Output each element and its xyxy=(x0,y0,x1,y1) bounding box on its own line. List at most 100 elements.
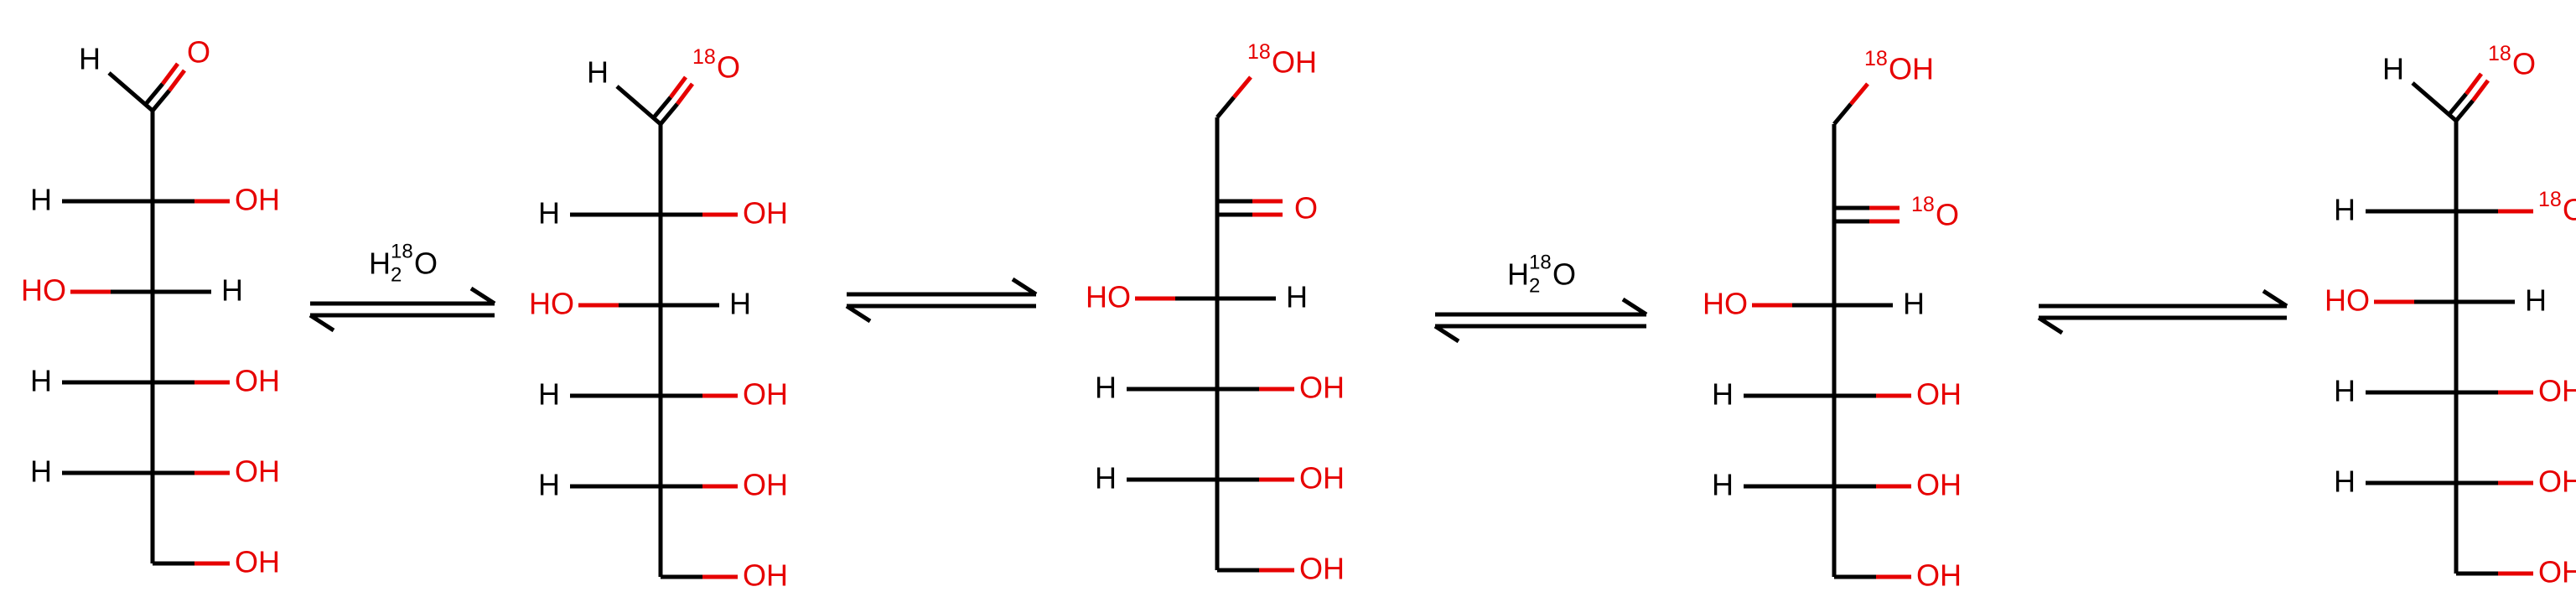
c1-18OH: OH xyxy=(1889,52,1934,86)
c3-HO-left: HO xyxy=(529,287,574,321)
ald-CO-bond-2-O xyxy=(669,75,687,99)
c3-H-right: H xyxy=(1903,287,1925,321)
forward-barb xyxy=(1011,277,1038,297)
c2-H-left: H xyxy=(30,183,52,217)
ald-CO-bond-1-O xyxy=(676,82,694,106)
c3-HO-left: HO xyxy=(2325,283,2370,318)
ald-O: O xyxy=(187,35,210,70)
c5-OH-right: OH xyxy=(1299,461,1345,496)
c6-OH: OH xyxy=(1916,558,1962,593)
ald-CO-bond-1 xyxy=(659,102,679,126)
c5-OH-right: OH xyxy=(235,454,280,489)
c2-O: O xyxy=(1294,191,1318,226)
c3-H-right: H xyxy=(221,273,243,308)
c1-18OH: OH xyxy=(1272,45,1317,80)
c3-H-right: H xyxy=(1286,280,1308,314)
c1-18OH-isotope: 18 xyxy=(1247,40,1271,64)
c1-bond-O xyxy=(1849,82,1869,106)
c5-H-left: H xyxy=(30,454,52,489)
ald-CO-bond-2 xyxy=(2448,92,2468,116)
c4-OH-right: OH xyxy=(1916,377,1962,412)
c5-OH-right: OH xyxy=(1916,468,1962,502)
c1-bond-O xyxy=(1232,75,1252,99)
c3-H-right: H xyxy=(2525,283,2547,318)
ald-H: H xyxy=(2382,52,2404,86)
ald-CO-bond-1-O xyxy=(2471,79,2490,102)
condition-isotope: 18 xyxy=(1529,252,1552,274)
c5-H-left: H xyxy=(2334,465,2356,499)
ald-CO-bond-2-O xyxy=(2465,72,2483,96)
ald-CO-bond-2-O xyxy=(161,62,179,86)
condition-O: O xyxy=(1552,257,1576,292)
ald-CH-bond xyxy=(107,71,154,112)
c3-HO-left: HO xyxy=(21,273,66,308)
c5-H-left: H xyxy=(1095,461,1117,496)
c6-OH: OH xyxy=(2538,555,2576,589)
c1-18OH-isotope: 18 xyxy=(1864,47,1888,70)
c2-18O: O xyxy=(1936,198,1959,232)
condition-subscript: 2 xyxy=(1529,275,1540,298)
c2-H-left: H xyxy=(2334,193,2356,227)
arrow-2 xyxy=(845,277,1038,324)
c4-H-left: H xyxy=(30,364,52,398)
c1-bond-C xyxy=(1832,102,1853,126)
c1-bond-C xyxy=(1215,96,1236,119)
c2-18OH-right-isotope: 18 xyxy=(2538,188,2562,211)
ald-CO-bond-1 xyxy=(2454,99,2475,122)
c4-H-left: H xyxy=(2334,374,2356,408)
ald-CH-bond xyxy=(2411,81,2458,122)
reverse-barb xyxy=(308,313,335,333)
c4-OH-right: OH xyxy=(1299,371,1345,405)
c3-HO-left: HO xyxy=(1703,287,1748,321)
c4-H-left: H xyxy=(538,377,560,412)
condition-H: H xyxy=(369,247,391,281)
c4-OH-right: OH xyxy=(743,377,788,412)
ald-18O: O xyxy=(2512,47,2536,81)
c4-OH-right: OH xyxy=(2538,374,2576,408)
reverse-barb xyxy=(2037,315,2064,335)
forward-barb xyxy=(2262,288,2288,309)
c6-OH: OH xyxy=(1299,552,1345,586)
c4-H-left: H xyxy=(1095,371,1117,405)
c2-18OH-right: OH xyxy=(2563,193,2576,227)
structure-glucose-1-2-18O2: H18OH18OHHOHHOHHOHOH xyxy=(2325,42,2576,589)
ald-CO-bond-2 xyxy=(652,96,672,119)
condition-H: H xyxy=(1507,257,1529,292)
ald-CO-bond-1 xyxy=(151,89,171,112)
c6-OH: OH xyxy=(235,545,280,579)
c2-OH-right: OH xyxy=(743,196,788,231)
c4-OH-right: OH xyxy=(235,364,280,398)
c2-H-left: H xyxy=(538,196,560,231)
ald-18O-isotope: 18 xyxy=(2488,42,2511,65)
forward-barb xyxy=(469,286,496,306)
c4-H-left: H xyxy=(1712,377,1734,412)
ald-18O-isotope: 18 xyxy=(692,45,716,69)
c2-18O-isotope: 18 xyxy=(1911,193,1935,216)
condition-O: O xyxy=(414,247,438,281)
ald-CH-bond xyxy=(615,85,662,126)
ald-H: H xyxy=(79,42,101,76)
c3-H-right: H xyxy=(729,287,751,321)
c5-OH-right: OH xyxy=(743,468,788,502)
c5-OH-right: OH xyxy=(2538,465,2576,499)
arrow-4 xyxy=(2037,288,2288,335)
c3-HO-left: HO xyxy=(1086,280,1131,314)
ald-CO-bond-2 xyxy=(144,82,164,106)
ald-CO-bond-1-O xyxy=(168,69,186,92)
reverse-barb xyxy=(1433,324,1460,344)
ald-18O: O xyxy=(717,50,740,85)
condition-isotope: 18 xyxy=(391,241,413,263)
reverse-barb xyxy=(845,304,872,324)
c5-H-left: H xyxy=(1712,468,1734,502)
c2-OH-right: OH xyxy=(235,183,280,217)
condition-subscript: 2 xyxy=(391,264,402,287)
ald-H: H xyxy=(587,55,609,90)
forward-barb xyxy=(1621,297,1648,317)
